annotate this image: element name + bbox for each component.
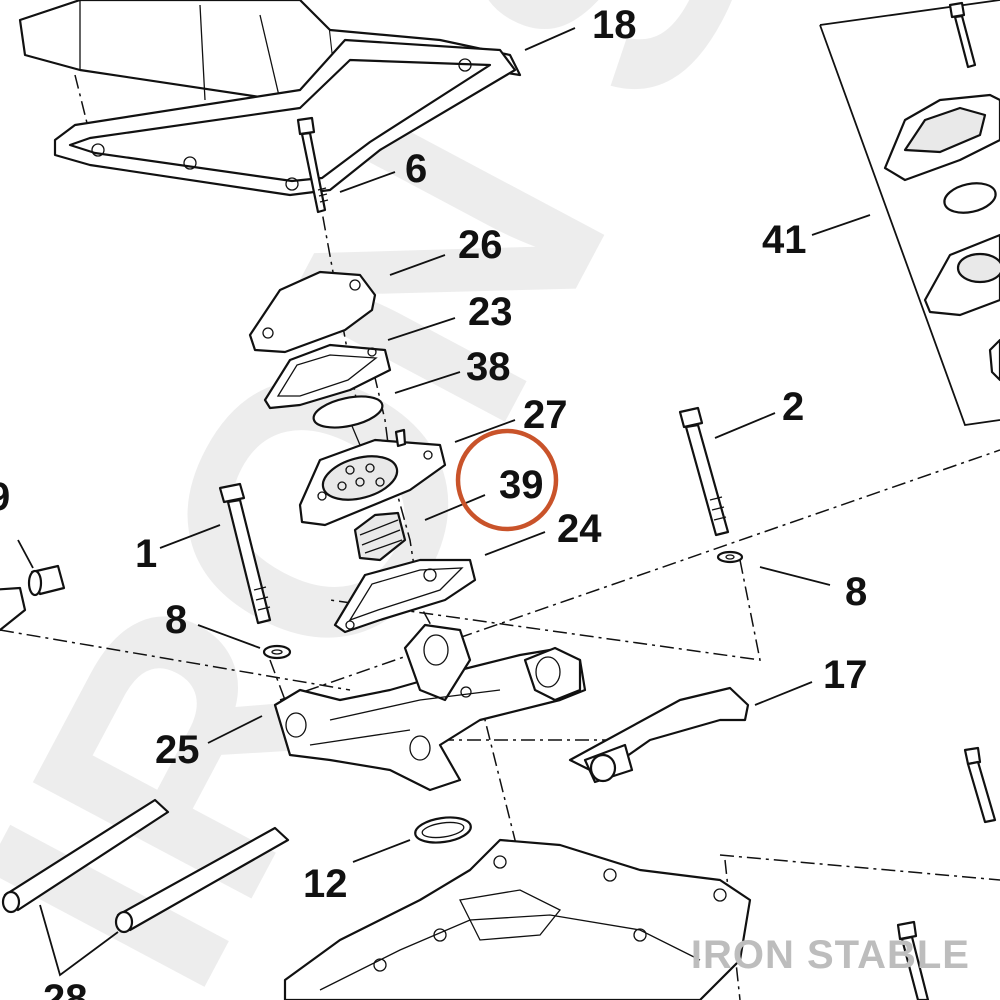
callout-28: 28 — [43, 977, 88, 1000]
callout-25: 25 — [155, 728, 200, 772]
callout-41: 41 — [762, 218, 807, 262]
part-6-bolt — [296, 116, 329, 214]
part-1-bolt — [218, 482, 272, 625]
callout-24: 24 — [557, 507, 602, 551]
part-2-bolt — [678, 406, 730, 537]
part-41-inset — [819, 0, 1000, 426]
part-26-cover-plate — [248, 270, 377, 354]
cylinder-head-lower — [283, 838, 752, 1000]
part-9-bushing — [0, 564, 66, 632]
callout-6: 6 — [405, 147, 427, 191]
leader-lines — [17, 27, 871, 977]
callout-38: 38 — [466, 345, 511, 389]
callout-8-left: 8 — [165, 598, 187, 642]
part-12-o-ring — [414, 816, 472, 844]
part-bolt-right-lower — [963, 746, 997, 824]
callout-27: 27 — [523, 393, 568, 437]
callout-1: 1 — [135, 532, 157, 576]
callouts: 18 6 26 23 38 27 39 24 2 8 8 1 9 25 17 1… — [0, 3, 868, 1000]
part-39-filter-element — [353, 511, 407, 562]
part-8-washer-right — [716, 550, 744, 564]
part-17-rocker-arm — [568, 686, 750, 784]
callout-8-right: 8 — [845, 570, 867, 614]
part-25-rocker-support — [273, 623, 587, 792]
callout-2: 2 — [782, 385, 804, 429]
callout-9: 9 — [0, 475, 10, 519]
part-8-washer-left — [262, 644, 292, 660]
highlight-circle — [455, 428, 559, 532]
part-bolt-right-bottom — [896, 920, 930, 1000]
part-18-cover — [18, 0, 522, 197]
callout-39: 39 — [499, 463, 544, 507]
callout-18: 18 — [592, 3, 637, 47]
brand-watermark: IRON STABLE — [690, 933, 970, 977]
part-27-breather-housing — [298, 428, 447, 527]
part-38-disc — [312, 395, 384, 446]
callout-23: 23 — [468, 290, 513, 334]
part-28-shafts — [1, 798, 290, 934]
part-24-gasket — [333, 558, 477, 634]
part-23-gasket — [263, 343, 392, 410]
callout-12: 12 — [303, 862, 348, 906]
callout-26: 26 — [458, 223, 503, 267]
callout-17: 17 — [823, 653, 868, 697]
